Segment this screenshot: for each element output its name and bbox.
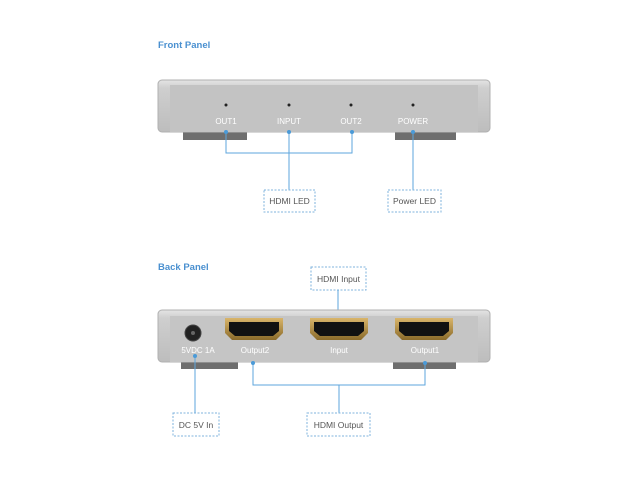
led-out2 bbox=[349, 103, 353, 107]
left-foot bbox=[183, 130, 247, 140]
led-input bbox=[287, 103, 291, 107]
led-label-out1: OUT1 bbox=[215, 117, 237, 126]
front-panel-title: Front Panel bbox=[158, 40, 210, 51]
hdmi-port-input bbox=[310, 318, 368, 340]
back-callout-lines bbox=[193, 354, 427, 413]
front-face bbox=[170, 85, 478, 132]
dc-in-callout: DC 5V In bbox=[179, 420, 214, 430]
hdmi-port-output1 bbox=[395, 318, 453, 340]
port-label-output1: Output1 bbox=[411, 346, 440, 355]
back-panel: Back Panel HDMI Input 5VDC 1A Output2 In… bbox=[157, 262, 491, 437]
power-led-callout: Power LED bbox=[393, 196, 436, 206]
port-label-dc: 5VDC 1A bbox=[181, 346, 215, 355]
led-label-out2: OUT2 bbox=[340, 117, 362, 126]
led-out1 bbox=[224, 103, 228, 107]
front-panel: Front Panel OUT1 INPUT OUT2 POWER HDMI L… bbox=[157, 40, 491, 213]
dc-in-callout-box bbox=[172, 412, 220, 437]
hdmi-led-callout-box bbox=[263, 189, 316, 213]
hdmi-input-callout: HDMI Input bbox=[317, 274, 361, 284]
power-led-callout-box bbox=[387, 189, 442, 213]
hdmi-output-callout: HDMI Output bbox=[314, 420, 364, 430]
hdmi-port-output2 bbox=[225, 318, 283, 340]
port-label-input: Input bbox=[330, 346, 349, 355]
led-power bbox=[411, 103, 415, 107]
led-label-input: INPUT bbox=[277, 117, 301, 126]
led-label-power: POWER bbox=[398, 117, 428, 126]
right-foot bbox=[395, 130, 456, 140]
hdmi-output-callout-box bbox=[306, 412, 371, 437]
front-callout-lines bbox=[224, 130, 415, 190]
led-indicators: OUT1 INPUT OUT2 POWER bbox=[215, 103, 428, 126]
left-foot bbox=[181, 358, 238, 369]
port-label-output2: Output2 bbox=[241, 346, 270, 355]
back-panel-title: Back Panel bbox=[158, 262, 209, 273]
hdmi-led-callout: HDMI LED bbox=[269, 196, 310, 206]
